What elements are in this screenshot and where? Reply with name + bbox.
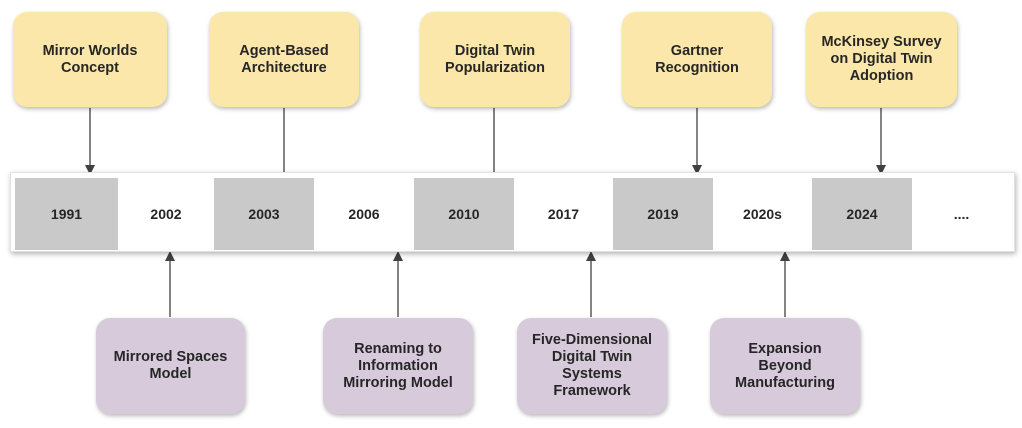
- year-cell: 2020s: [713, 178, 812, 250]
- event-information-mirroring-model: Renaming to Information Mirroring Model: [323, 318, 473, 414]
- year-cell: 2003: [214, 178, 315, 250]
- event-mirrored-spaces-model: Mirrored Spaces Model: [96, 318, 245, 414]
- event-five-dimensional-framework: Five-Dimensional Digital Twin Systems Fr…: [517, 318, 667, 414]
- year-cell: 2019: [613, 178, 714, 250]
- event-mirror-worlds: Mirror Worlds Concept: [13, 12, 167, 107]
- event-expansion-beyond-manufacturing: Expansion Beyond Manufacturing: [710, 318, 860, 414]
- year-cell: 2024: [812, 178, 913, 250]
- event-mckinsey-survey: McKinsey Survey on Digital Twin Adoption: [806, 12, 957, 107]
- year-cell: ....: [912, 178, 1011, 250]
- year-cell: 2010: [414, 178, 515, 250]
- timeline-bar: 1991 2002 2003 2006 2010 2017 2019 2020s…: [10, 172, 1015, 252]
- year-cell: 1991: [15, 178, 119, 250]
- event-digital-twin-popularization: Digital Twin Popularization: [420, 12, 570, 107]
- event-gartner-recognition: Gartner Recognition: [622, 12, 772, 107]
- event-agent-based-architecture: Agent-Based Architecture: [209, 12, 359, 107]
- year-cell: 2006: [314, 178, 414, 250]
- year-cell: 2017: [514, 178, 613, 250]
- year-cell: 2002: [118, 178, 214, 250]
